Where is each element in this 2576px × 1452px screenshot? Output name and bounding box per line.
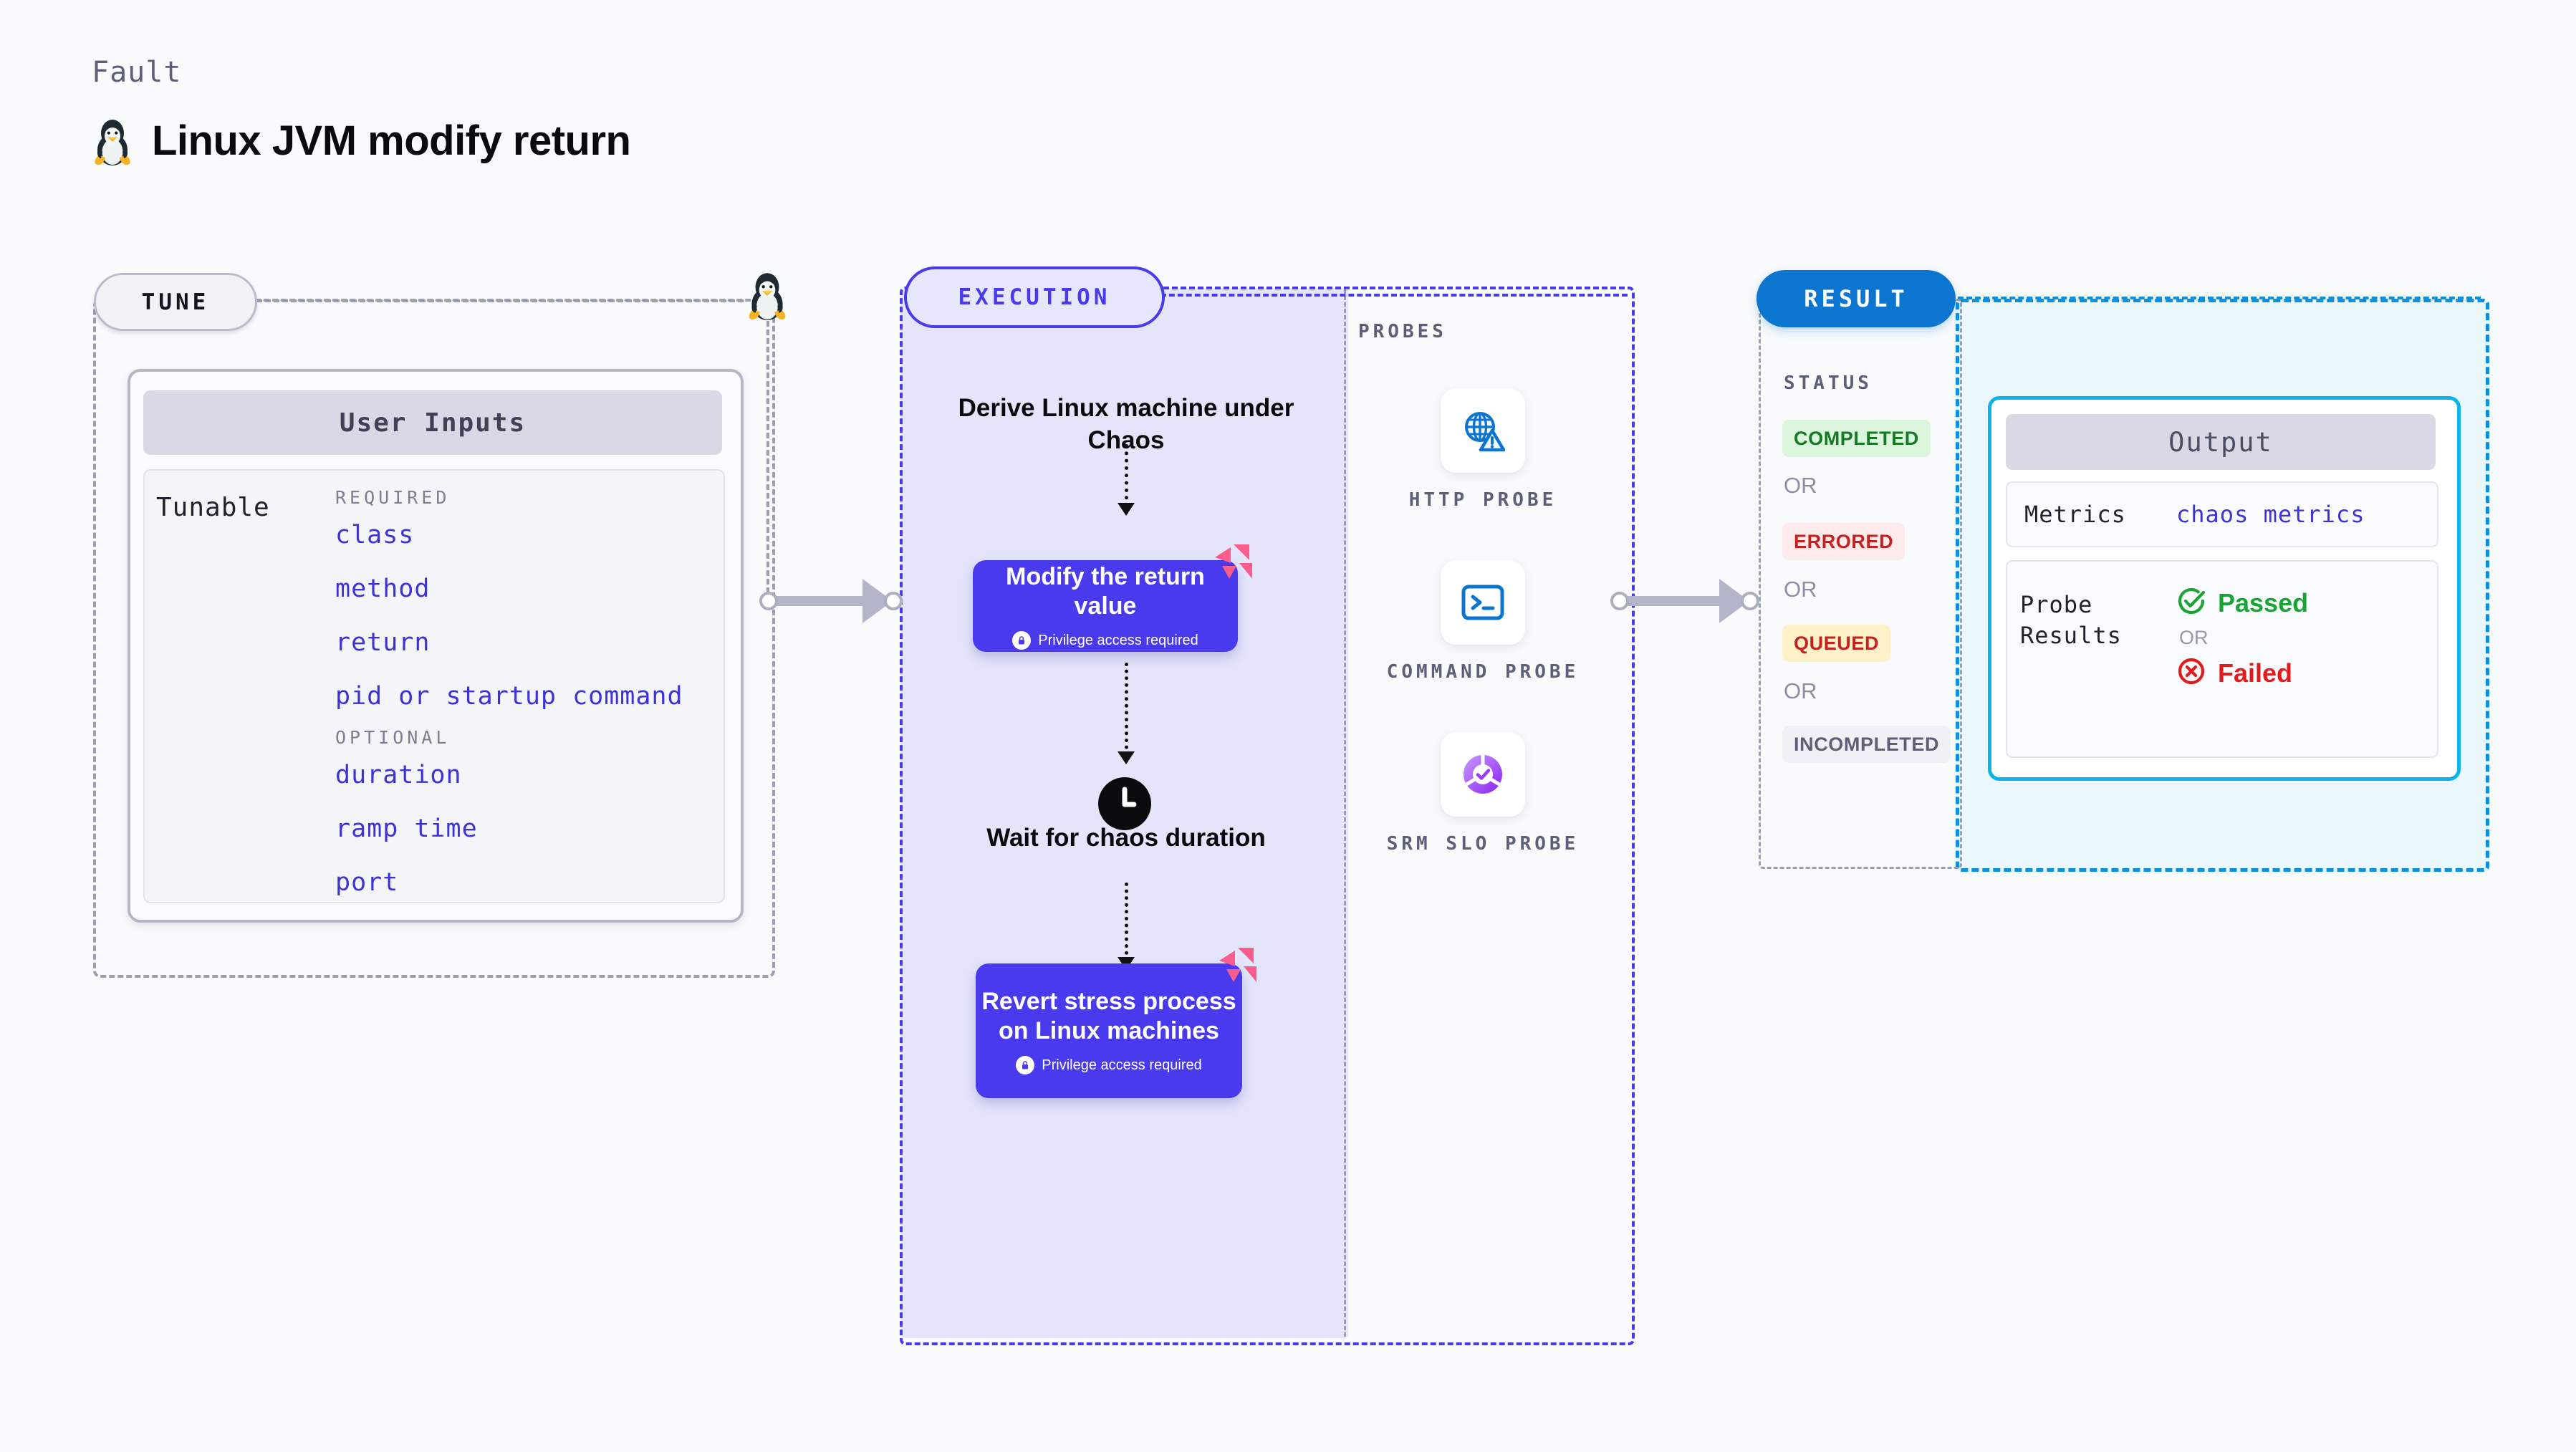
group-title-optional: OPTIONAL — [335, 727, 451, 748]
linux-penguin-icon — [92, 115, 133, 166]
tune-to-penguin-dashed-line — [256, 299, 744, 302]
probe-result-failed: Failed — [2176, 656, 2308, 690]
status-badge-queued: QUEUED — [1782, 625, 1891, 662]
execution-arrow-3 — [1118, 883, 1135, 970]
metrics-value[interactable]: chaos metrics — [2176, 501, 2365, 528]
execution-action-title: Revert stress process on Linux machines — [981, 987, 1236, 1044]
connector-dot-start — [1610, 592, 1629, 610]
lock-icon — [1012, 631, 1032, 650]
probe-item-command[interactable]: COMMAND PROBE — [1361, 560, 1605, 686]
probe-label: HTTP PROBE — [1408, 489, 1557, 511]
connector-dot-start — [759, 592, 778, 610]
tunable-panel — [143, 469, 725, 903]
tunable-item-class[interactable]: class — [335, 521, 415, 549]
group-title-required: REQUIRED — [335, 487, 451, 508]
tunable-item-duration[interactable]: duration — [335, 761, 462, 789]
probes-divider — [1344, 289, 1346, 1337]
metrics-row: Metrics chaos metrics — [2006, 481, 2438, 547]
tunable-item-return[interactable]: return — [335, 628, 431, 657]
tunable-list: REQUIRED class method return pid or star… — [335, 487, 722, 922]
linux-penguin-marker-icon — [743, 268, 792, 324]
probe-result-passed: Passed — [2176, 586, 2308, 620]
status-title: STATUS — [1784, 372, 1873, 394]
connector-dot-end — [1741, 592, 1759, 610]
arrow-head — [1118, 751, 1135, 764]
status-or-1: OR — [1784, 473, 1817, 498]
privilege-note-row: Privilege access required — [1012, 631, 1198, 650]
status-or-2: OR — [1784, 577, 1817, 602]
probes-title: PROBES — [1358, 321, 1447, 342]
srm-slo-check-icon — [1441, 732, 1525, 817]
execution-step-derive: Derive Linux machine under Chaos — [958, 394, 1294, 454]
metrics-key: Metrics — [2024, 501, 2126, 528]
page-title: Linux JVM modify return — [152, 117, 631, 164]
penguin-drop-dashed-line — [766, 312, 769, 593]
privilege-note-text: Privilege access required — [1042, 1057, 1202, 1073]
harness-logo-icon — [1212, 544, 1254, 587]
status-badge-incompleted: INCOMPLETED — [1782, 726, 1951, 763]
execution-probes-region — [900, 287, 1635, 1345]
clock-icon — [1098, 777, 1151, 834]
probe-result-or: OR — [2179, 627, 2209, 648]
probes-to-result-arrow — [1610, 579, 1759, 623]
x-circle-icon — [2176, 656, 2206, 690]
probe-item-srm-slo[interactable]: SRM SLO PROBE — [1361, 732, 1605, 857]
status-badge-errored: ERRORED — [1782, 523, 1905, 560]
lock-icon — [1016, 1056, 1035, 1075]
probe-result-outcomes: Passed OR Failed — [2176, 586, 2308, 690]
connector-shaft — [1626, 596, 1725, 606]
output-header: Output — [2006, 414, 2436, 470]
execution-action-revert-stress[interactable]: Revert stress process on Linux machines … — [976, 948, 1256, 1098]
status-badge-completed: COMPLETED — [1782, 420, 1931, 457]
probe-label: SRM SLO PROBE — [1386, 833, 1580, 855]
check-circle-icon — [2176, 586, 2206, 620]
execution-arrow-1 — [1118, 444, 1135, 516]
privilege-note-row: Privilege access required — [1016, 1056, 1202, 1075]
tunable-label: Tunable — [156, 493, 270, 522]
arrow-line — [1125, 883, 1128, 968]
result-badge-top-dashed-line — [1958, 297, 2481, 299]
execution-stage-badge[interactable]: EXECUTION — [904, 266, 1165, 328]
connector-shaft — [775, 596, 868, 606]
harness-logo-icon — [1216, 948, 1258, 990]
execution-action-title: Modify the return value — [1006, 562, 1205, 620]
globe-warning-icon — [1441, 388, 1525, 473]
privilege-note-text: Privilege access required — [1038, 632, 1198, 648]
terminal-prompt-icon — [1441, 560, 1525, 645]
tune-to-execution-arrow — [759, 579, 903, 623]
execution-arrow-2 — [1118, 663, 1135, 764]
probe-results-row — [2006, 560, 2438, 758]
probe-passed-label: Passed — [2218, 587, 2309, 617]
connector-dot-end — [884, 592, 903, 610]
user-inputs-header: User Inputs — [143, 390, 722, 455]
result-stage-badge[interactable]: RESULT — [1756, 270, 1956, 327]
probe-item-http[interactable]: HTTP PROBE — [1361, 388, 1605, 514]
execution-badge-top-dashed-line — [1160, 294, 1628, 297]
arrow-line — [1125, 663, 1128, 763]
fault-eyebrow-label: Fault — [92, 56, 182, 89]
arrow-head — [1118, 503, 1135, 516]
status-or-3: OR — [1784, 678, 1817, 703]
execution-action-modify-return[interactable]: Modify the return value Privilege access… — [973, 544, 1252, 652]
tunable-item-port[interactable]: port — [335, 868, 399, 897]
execution-step-wait: Wait for chaos duration — [986, 824, 1266, 852]
probe-failed-label: Failed — [2218, 658, 2293, 688]
tunable-item-method[interactable]: method — [335, 574, 431, 603]
tune-stage-badge[interactable]: TUNE — [94, 273, 257, 331]
fault-title-row: Linux JVM modify return — [92, 115, 631, 166]
probe-label: COMMAND PROBE — [1386, 661, 1580, 683]
arrow-line — [1125, 444, 1128, 514]
tunable-item-pid-or-startup-command[interactable]: pid or startup command — [335, 682, 683, 711]
tunable-item-ramp-time[interactable]: ramp time — [335, 814, 478, 843]
